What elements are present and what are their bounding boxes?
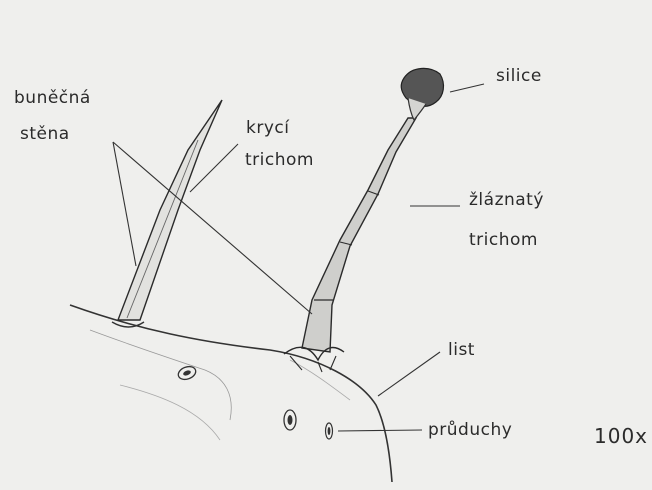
label-stomata: průduchy [428,420,512,440]
label-glandular-trichome-line1: žláznatý [469,190,544,210]
leader-cell-wall-1 [113,142,136,266]
label-silica: silice [496,66,542,86]
leaf-inner-cell-line-2 [120,385,220,440]
leader-leaf [378,352,440,396]
label-cell-wall-line1: buněčná [14,88,91,108]
stoma-2 [284,410,296,430]
label-cell-wall-line2: stěna [20,124,70,144]
gland-head [401,68,443,106]
covering-trichome [112,100,222,327]
leaf-inner-cell-line [90,330,231,420]
stoma-1 [176,364,197,381]
stoma-3 [326,423,333,439]
leaf-outline [70,305,392,482]
label-magnification: 100x [594,426,648,446]
glandular-trichome [284,68,443,372]
label-leaf: list [448,340,475,360]
leader-silica [450,84,484,92]
leader-stomata [338,430,422,431]
label-covering-trichome-line2: trichom [245,150,314,170]
label-covering-trichome-line1: krycí [246,118,289,138]
label-glandular-trichome-line2: trichom [469,230,538,250]
